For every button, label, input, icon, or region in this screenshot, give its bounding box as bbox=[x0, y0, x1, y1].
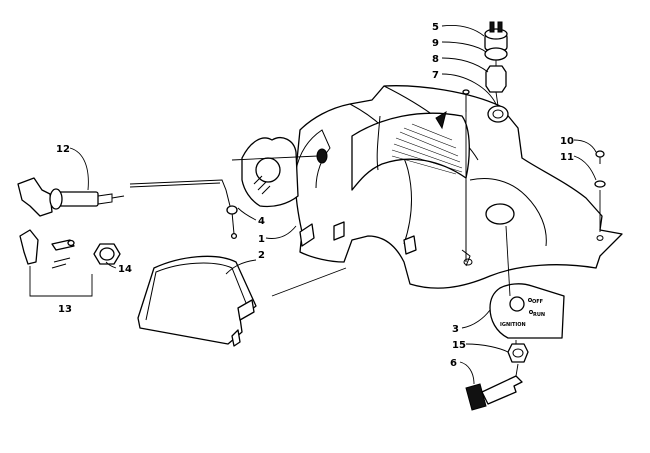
key-switch-5 bbox=[484, 21, 508, 51]
callout-15: 15 bbox=[452, 340, 509, 353]
svg-text:3: 3 bbox=[452, 324, 459, 335]
hex-nut bbox=[93, 243, 121, 265]
svg-text:14: 14 bbox=[118, 264, 132, 275]
panel-edge-line bbox=[271, 267, 347, 297]
callout-13: 13 bbox=[29, 266, 93, 315]
screw-10 bbox=[595, 150, 605, 164]
callout-2: 2 bbox=[225, 250, 265, 275]
callout-4: 4 bbox=[237, 207, 265, 227]
washer-11 bbox=[594, 180, 606, 188]
callout-5: 5 bbox=[432, 22, 485, 37]
lock-washer-7 bbox=[487, 105, 509, 123]
callout-8: 8 bbox=[432, 54, 489, 73]
svg-text:11: 11 bbox=[560, 152, 574, 163]
lower-trim-panel bbox=[137, 255, 257, 347]
callout-9: 9 bbox=[432, 38, 487, 53]
svg-text:7: 7 bbox=[432, 70, 439, 81]
svg-text:9: 9 bbox=[432, 38, 439, 49]
ignition-plate: OFF RUN IGNITION bbox=[489, 283, 565, 339]
callout-7: 7 bbox=[432, 70, 497, 105]
svg-text:10: 10 bbox=[560, 136, 574, 147]
ignition-nut bbox=[507, 343, 529, 363]
callout-12: 12 bbox=[56, 144, 89, 191]
mounting-screw bbox=[462, 89, 470, 254]
svg-text:13: 13 bbox=[58, 304, 72, 315]
callout-1: 1 bbox=[258, 225, 297, 245]
ignition-key bbox=[465, 363, 523, 411]
plate-label-off: OFF bbox=[532, 299, 543, 305]
cable-hole bbox=[316, 148, 328, 164]
ignition-hole bbox=[485, 203, 515, 225]
plate-label-ignition: IGNITION bbox=[500, 322, 526, 328]
choke-knob-assembly bbox=[17, 177, 125, 217]
choke-cable bbox=[129, 155, 319, 240]
switch-ring-9 bbox=[484, 47, 508, 61]
svg-text:6: 6 bbox=[450, 358, 457, 369]
plate-label-run: RUN bbox=[533, 312, 545, 318]
console-housing bbox=[294, 85, 623, 289]
svg-text:5: 5 bbox=[432, 22, 439, 33]
svg-text:12: 12 bbox=[56, 144, 70, 155]
switch-nut-8 bbox=[485, 65, 507, 93]
callout-14: 14 bbox=[105, 261, 132, 275]
callout-3: 3 bbox=[452, 309, 491, 335]
interior-shading bbox=[391, 110, 463, 175]
decal bbox=[241, 137, 299, 208]
callout-10: 10 bbox=[560, 136, 597, 153]
callout-11: 11 bbox=[560, 152, 597, 181]
svg-text:4: 4 bbox=[258, 216, 265, 227]
svg-text:2: 2 bbox=[258, 250, 265, 261]
callout-6: 6 bbox=[450, 358, 475, 385]
choke-lever-kit bbox=[19, 229, 75, 269]
svg-text:8: 8 bbox=[432, 54, 439, 65]
svg-text:15: 15 bbox=[452, 340, 466, 351]
svg-text:1: 1 bbox=[258, 234, 265, 245]
